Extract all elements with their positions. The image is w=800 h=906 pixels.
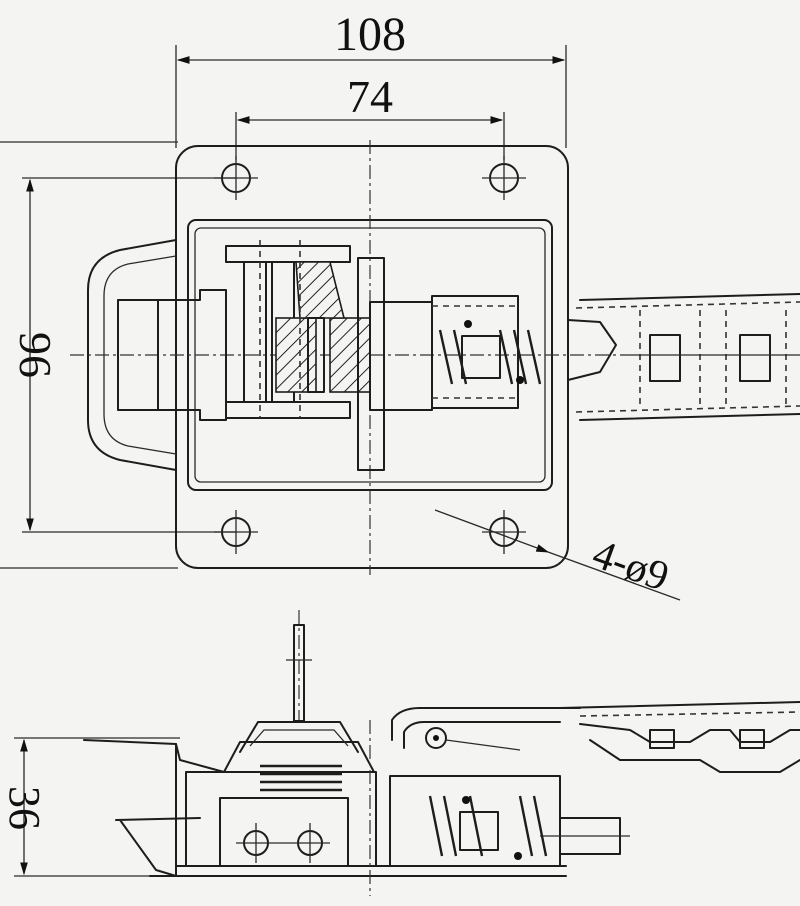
bolt-block xyxy=(219,797,349,867)
top-view: 108 74 96 xyxy=(0,8,800,601)
spring-housing-side xyxy=(389,775,561,867)
hatched-section-right xyxy=(329,317,371,393)
upper-gear-bar xyxy=(225,245,351,263)
hole-top-left xyxy=(214,156,258,200)
dim-96-label: 96 xyxy=(10,332,61,378)
spring-stack xyxy=(260,764,342,792)
lower-gear-bar xyxy=(225,401,351,419)
latch-handle xyxy=(87,239,177,471)
base-plate xyxy=(175,145,569,569)
dimension-height-top: 96 xyxy=(0,141,236,569)
latch-arm xyxy=(391,707,581,741)
spring-housing-top xyxy=(431,295,542,409)
dim-74-label: 74 xyxy=(347,71,393,122)
vertical-slider xyxy=(357,257,385,471)
latch-knob xyxy=(117,299,159,411)
hole-bottom-left xyxy=(214,510,258,554)
dimension-height-side: 36 xyxy=(0,737,180,877)
holes-callout-label: 4-ø9 xyxy=(587,531,675,601)
side-view: 36 xyxy=(0,610,800,896)
dimension-hole-spacing: 74 xyxy=(235,71,505,160)
dimension-overall-width: 108 xyxy=(175,8,567,148)
chain-side xyxy=(559,701,800,773)
left-flange xyxy=(83,739,225,773)
hatched-section-left xyxy=(275,317,317,393)
dim-36-label: 36 xyxy=(0,786,49,830)
left-ramp xyxy=(115,817,201,877)
hole-bottom-right xyxy=(482,510,526,554)
dim-108-label: 108 xyxy=(334,8,406,61)
dome-cover xyxy=(239,721,359,753)
chain-top xyxy=(567,293,800,421)
mounting-holes xyxy=(214,156,526,554)
holes-callout: 4-ø9 xyxy=(434,509,681,601)
hole-top-right xyxy=(482,156,526,200)
